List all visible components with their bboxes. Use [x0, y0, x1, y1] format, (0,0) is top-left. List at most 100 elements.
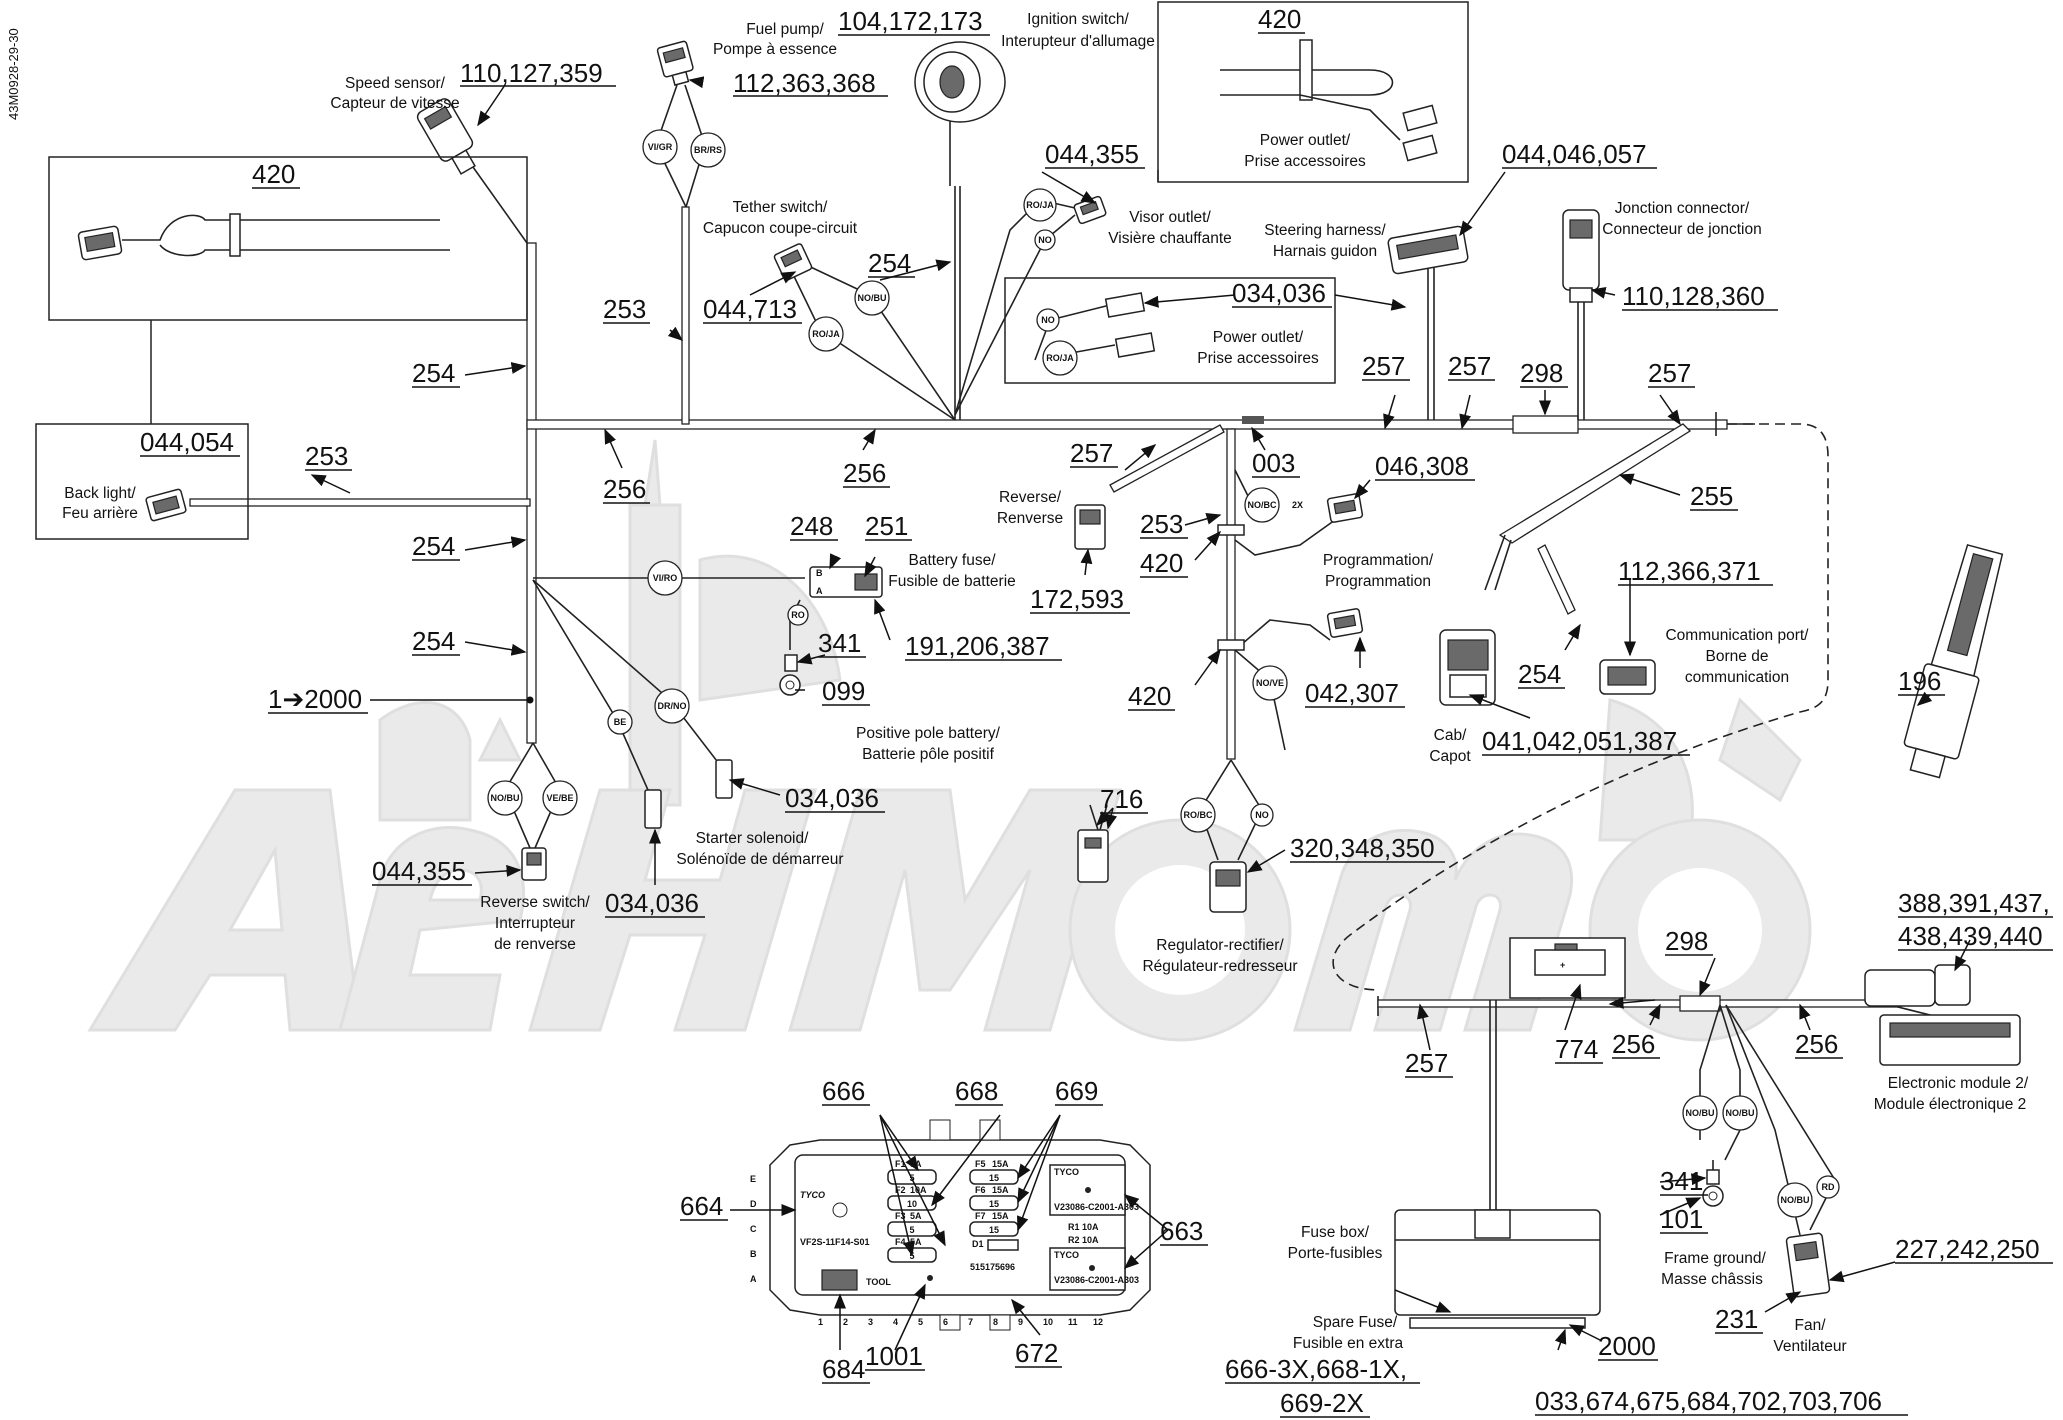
label-248: 248 — [790, 511, 833, 541]
desc-spare-fuse-fr: Fusible en extra — [1293, 1335, 1404, 1352]
label-669: 669 — [1055, 1076, 1098, 1106]
label-110-127-359: 110,127,359 — [460, 58, 603, 88]
label-033-706: 033,674,675,684,702,703,706 — [1535, 1386, 1882, 1416]
svg-text:TYCO: TYCO — [1054, 1167, 1079, 1177]
label-044-355-top: 044,355 — [1045, 139, 1139, 169]
desc-electronic-fr: Module électronique 2 — [1874, 1096, 2027, 1113]
label-104-172-173: 104,172,173 — [838, 6, 983, 36]
svg-text:F2: F2 — [895, 1185, 906, 1195]
desc-visor-en: Visor outlet/ — [1129, 209, 1211, 226]
components: B A — [145, 40, 2021, 1329]
label-257-c: 257 — [1648, 358, 1691, 388]
label-666-3x: 666-3X,668-1X, — [1225, 1354, 1407, 1384]
fuse-774-icon: + — [1509, 937, 1626, 999]
label-257-b: 257 — [1448, 351, 1491, 381]
code-no-a: NO — [1038, 235, 1052, 245]
code-no-bu-c: NO/BU — [1686, 1108, 1715, 1118]
desc-cab-en: Cab/ — [1434, 727, 1467, 744]
desc-jonction-en: Jonction connector/ — [1615, 200, 1750, 217]
code-no-bu-e: NO/BU — [1781, 1195, 1810, 1205]
steering-harness-connector-icon — [1387, 225, 1469, 275]
label-257-bottom: 257 — [1405, 1048, 1448, 1078]
desc-battery-fuse-en: Battery fuse/ — [908, 552, 996, 569]
svg-text:6: 6 — [943, 1317, 948, 1327]
desc-battery-fuse-fr: Fusible de batterie — [888, 573, 1016, 590]
svg-text:V23086-C2001-A303: V23086-C2001-A303 — [1054, 1202, 1139, 1212]
label-254-top: 254 — [868, 248, 911, 278]
component-196-icon — [1903, 544, 2004, 779]
desc-comm-port-3: communication — [1685, 669, 1789, 686]
code-no-c: NO — [1255, 810, 1269, 820]
desc-ignition-fr: Interupteur d'allumage — [1001, 33, 1155, 50]
label-044-046-057: 044,046,057 — [1502, 139, 1647, 169]
label-254-mid: 254 — [412, 358, 455, 388]
wire-code-circles: VI/GR BR/RS RO/JA NO NO/BU RO/JA NO RO/J… — [487, 129, 1840, 1218]
desc-cab-fr: Capot — [1429, 748, 1471, 765]
svg-text:R1 10A: R1 10A — [1068, 1222, 1099, 1232]
code-rd: RD — [1822, 1182, 1835, 1192]
svg-text:A: A — [816, 586, 823, 596]
desc-fuel-pump-en: Fuel pump/ — [746, 21, 824, 38]
label-044-054: 044,054 — [140, 427, 234, 457]
svg-text:5A: 5A — [910, 1211, 922, 1221]
svg-text:4: 4 — [893, 1317, 898, 1327]
battery-fuse-icon: B A — [809, 566, 883, 598]
label-042-307: 042,307 — [1305, 678, 1399, 708]
desc-jonction-fr: Connecteur de jonction — [1602, 221, 1761, 238]
ignition-switch-icon — [914, 41, 1006, 123]
code-ro-ja-a: RO/JA — [1026, 200, 1054, 210]
desc-power-outlet-mid-en: Power outlet/ — [1213, 329, 1304, 346]
desc-frame-ground-fr: Masse châssis — [1661, 1271, 1763, 1288]
svg-text:5: 5 — [918, 1317, 923, 1327]
leader-lines — [310, 76, 1971, 1351]
inset-speed-sensor — [48, 156, 528, 424]
svg-text:8: 8 — [993, 1317, 998, 1327]
svg-text:9: 9 — [1018, 1317, 1023, 1327]
communication-port-icon — [1599, 659, 1656, 695]
label-420-left: 420 — [252, 159, 295, 189]
label-298-top: 298 — [1520, 358, 1563, 388]
code-br-rs: BR/RS — [694, 145, 722, 155]
svg-text:3: 3 — [868, 1317, 873, 1327]
label-256-b: 256 — [843, 458, 886, 488]
svg-text:F4: F4 — [895, 1237, 906, 1247]
reverse-switch-icon — [521, 847, 547, 881]
label-669-2x: 669-2X — [1280, 1388, 1364, 1418]
desc-fuse-box-fr: Porte-fusibles — [1288, 1245, 1383, 1262]
connector-716-icon — [1077, 829, 1109, 883]
svg-text:15: 15 — [989, 1199, 999, 1209]
label-044-713: 044,713 — [703, 294, 797, 324]
desc-speed-sensor-fr: Capteur de vitesse — [330, 95, 459, 112]
svg-text:10: 10 — [1043, 1317, 1053, 1327]
label-716: 716 — [1100, 784, 1143, 814]
desc-fan-en: Fan/ — [1794, 1317, 1826, 1334]
svg-text:R2 10A: R2 10A — [1068, 1235, 1099, 1245]
label-684: 684 — [822, 1354, 865, 1384]
desc-speed-sensor-en: Speed sensor/ — [345, 75, 446, 92]
desc-reverse-en: Reverse/ — [999, 489, 1062, 506]
label-256-a: 256 — [603, 474, 646, 504]
relays: TYCO V23086-C2001-A303 R1 10A R2 10A TYC… — [1049, 1164, 1139, 1291]
desc-spare-fuse-en: Spare Fuse/ — [1313, 1314, 1398, 1331]
svg-text:TYCO: TYCO — [800, 1190, 825, 1200]
label-256-c: 256 — [1612, 1029, 1655, 1059]
code-vi-ro: VI/RO — [653, 573, 678, 583]
label-420-c: 420 — [1140, 548, 1183, 578]
fuse-box-detail: E D C B A 1 2 3 4 5 6 7 8 9 10 11 12 TYC… — [750, 1119, 1151, 1331]
label-227-242-250: 227,242,250 — [1895, 1234, 2040, 1264]
desc-reverse-switch-3: de renverse — [494, 936, 576, 953]
svg-text:D: D — [750, 1199, 757, 1209]
svg-text:A: A — [750, 1274, 757, 1284]
code-no-bc: NO/BC — [1248, 500, 1278, 510]
label-046-308: 046,308 — [1375, 451, 1469, 481]
label-034-036-b: 034,036 — [605, 888, 699, 918]
diagram-id: 43M0928-29-30 — [6, 28, 21, 120]
desc-tether-en: Tether switch/ — [733, 199, 828, 216]
label-191-206-387: 191,206,387 — [905, 631, 1050, 661]
desc-regulator-en: Regulator-rectifier/ — [1156, 937, 1284, 954]
label-341-a: 341 — [818, 628, 861, 658]
svg-text:F6: F6 — [975, 1185, 986, 1195]
inset-power-outlet-top — [1157, 1, 1469, 183]
starter-solenoid-connectors-icon — [644, 759, 733, 829]
speed-sensor-icon — [416, 98, 476, 175]
